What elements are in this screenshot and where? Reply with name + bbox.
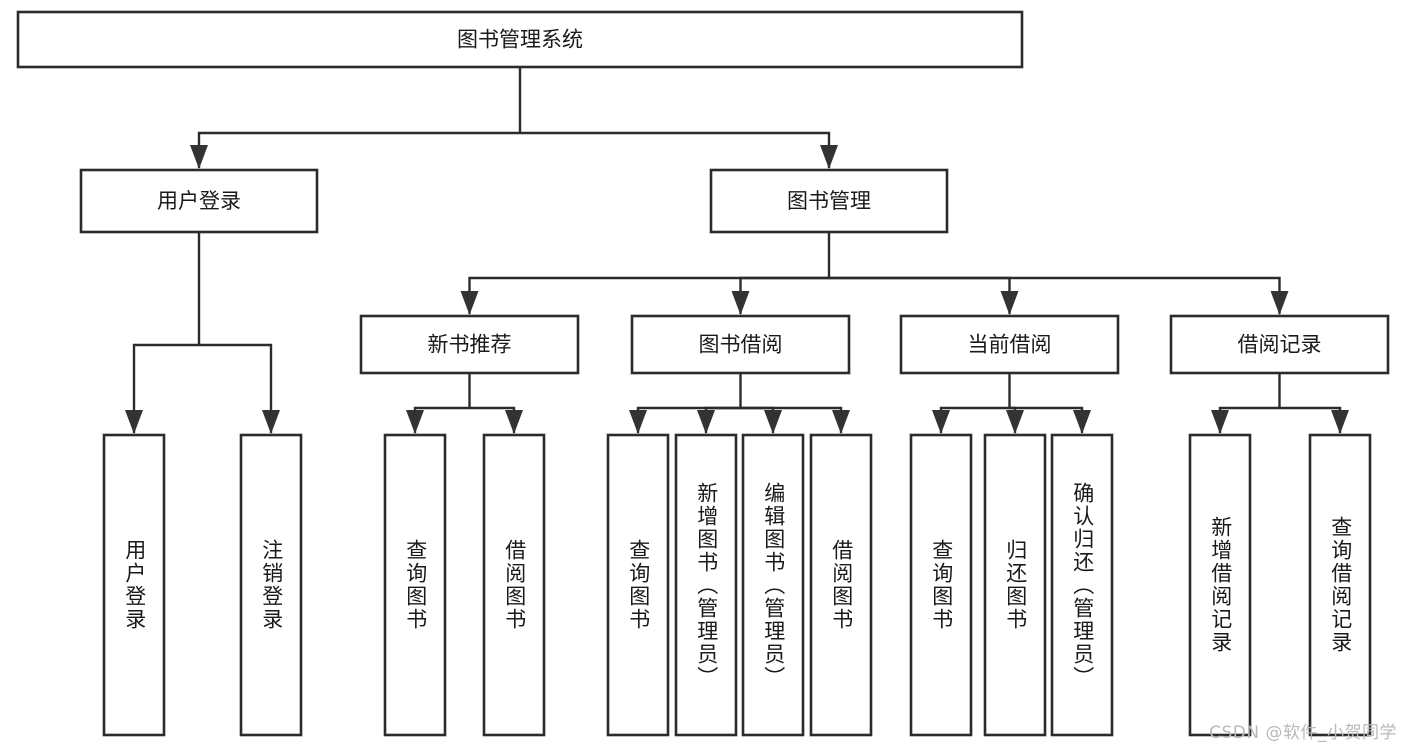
arrowhead-root-to-level2-1: [820, 145, 838, 169]
arrowhead-to-leaf-9: [1006, 410, 1024, 434]
connector-level2-to-level3-2: [829, 276, 1011, 314]
arrowhead-to-leaf-12: [1331, 410, 1349, 434]
connector-to-leaf-1: [199, 343, 273, 433]
arrowhead-to-leaf-0: [125, 410, 143, 434]
connector-to-leaf-7: [740, 406, 843, 433]
box-layer: [16, 10, 1390, 737]
connector-to-leaf-12: [1279, 406, 1342, 433]
connector-root-to-level2-0: [197, 131, 520, 168]
node-box-root[interactable]: [16, 10, 1024, 69]
node-label-level2-1: 图书管理: [787, 189, 871, 213]
node-box-leaf-4[interactable]: [606, 433, 670, 737]
node-box-level3-3[interactable]: [1169, 314, 1390, 375]
connector-to-leaf-11: [1218, 406, 1280, 433]
arrowhead-to-leaf-11: [1211, 410, 1229, 434]
node-box-leaf-11[interactable]: [1188, 433, 1252, 737]
node-box-level3-2[interactable]: [899, 314, 1120, 375]
connector-level2-to-level3-0: [468, 276, 829, 314]
node-label-level3-3: 借阅记录: [1238, 333, 1322, 357]
node-box-leaf-10[interactable]: [1050, 433, 1114, 737]
node-box-leaf-2[interactable]: [383, 433, 447, 737]
node-box-level3-1[interactable]: [630, 314, 851, 375]
node-box-leaf-12[interactable]: [1308, 433, 1372, 737]
connector-level2-to-level3-3: [829, 276, 1281, 314]
arrowhead-to-leaf-1: [262, 410, 280, 434]
node-label-root: 图书管理系统: [457, 28, 583, 52]
node-box-level2-0[interactable]: [79, 168, 319, 234]
node-box-leaf-0[interactable]: [102, 433, 166, 737]
arrowhead-to-leaf-8: [932, 410, 950, 434]
node-box-level3-0[interactable]: [359, 314, 580, 375]
node-box-level2-1[interactable]: [709, 168, 949, 234]
node-box-leaf-5[interactable]: [674, 433, 738, 737]
node-box-leaf-9[interactable]: [983, 433, 1047, 737]
connector-level2-to-level3-1: [739, 276, 829, 314]
arrowhead-level2-to-level3-0: [460, 291, 479, 315]
arrowhead-to-leaf-7: [832, 410, 850, 434]
arrowhead-to-leaf-6: [764, 410, 782, 434]
node-box-leaf-7[interactable]: [809, 433, 873, 737]
arrowhead-root-to-level2-0: [190, 145, 208, 169]
watermark-text: CSDN @软件_小贺同学: [1209, 723, 1397, 743]
connector-to-leaf-8: [939, 406, 1010, 433]
arrowhead-level2-to-level3-3: [1270, 291, 1289, 315]
connector-to-leaf-4: [636, 406, 741, 433]
node-label-level3-1: 图书借阅: [699, 333, 783, 357]
node-box-leaf-3[interactable]: [482, 433, 546, 737]
connector-layer: [125, 67, 1349, 434]
node-label-level3-0: 新书推荐: [428, 333, 512, 357]
node-box-leaf-6[interactable]: [741, 433, 805, 737]
arrowhead-to-leaf-5: [697, 410, 715, 434]
arrowhead-to-leaf-3: [505, 410, 523, 434]
arrowhead-level2-to-level3-2: [1000, 291, 1019, 315]
node-box-leaf-1[interactable]: [239, 433, 303, 737]
arrowhead-level2-to-level3-1: [731, 291, 750, 315]
arrowhead-to-leaf-2: [406, 410, 424, 434]
arrowhead-to-leaf-4: [629, 410, 647, 434]
node-box-leaf-8[interactable]: [909, 433, 973, 737]
node-label-level3-2: 当前借阅: [968, 333, 1052, 357]
connector-to-leaf-0: [132, 343, 199, 433]
connector-root-to-level2-1: [520, 131, 831, 168]
arrowhead-to-leaf-10: [1073, 410, 1091, 434]
node-label-level2-0: 用户登录: [157, 189, 241, 213]
